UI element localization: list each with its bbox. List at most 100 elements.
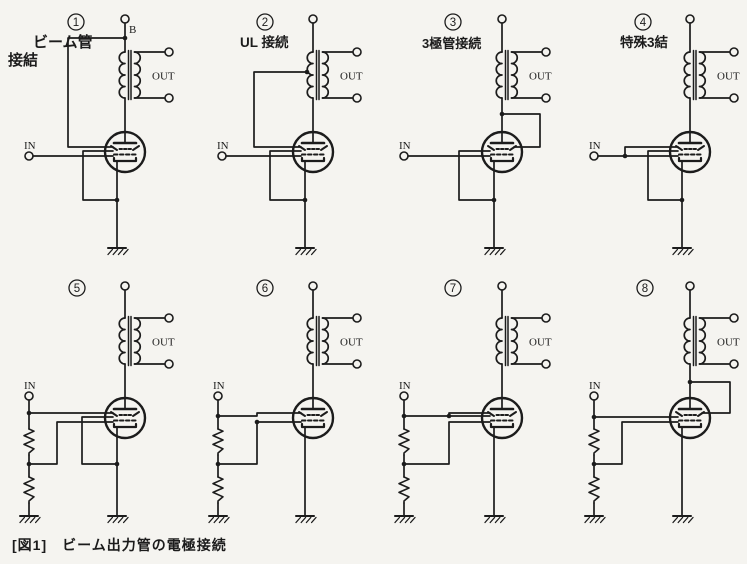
resistor <box>23 476 35 504</box>
beam-plate-right <box>509 411 517 417</box>
terminal-out <box>352 313 362 323</box>
wire <box>223 516 230 524</box>
terminal-b-plus <box>685 281 695 291</box>
terminal-out <box>729 47 739 57</box>
cathode <box>300 422 326 429</box>
circuit-number-digit: 1 <box>73 17 79 29</box>
number-circle <box>256 279 274 297</box>
wire <box>217 412 302 417</box>
wire <box>122 516 129 524</box>
wire <box>687 516 694 524</box>
terminal-out <box>729 313 739 323</box>
wire <box>448 412 491 417</box>
label-out: OUT <box>340 337 363 349</box>
cathode <box>112 422 138 429</box>
label-in: IN <box>213 380 225 392</box>
wire <box>677 516 684 524</box>
figure-caption: [図1] ビーム出力管の電極接続 <box>12 537 227 553</box>
terminal-out <box>352 359 362 369</box>
terminal-b-plus <box>685 14 695 24</box>
cathode <box>677 422 703 429</box>
wire <box>117 516 124 524</box>
wire <box>81 416 118 465</box>
ground-symbol <box>484 515 506 524</box>
label-in: IN <box>399 140 411 152</box>
terminal-in <box>217 151 227 161</box>
terminal-b-plus <box>308 14 318 24</box>
ground-symbol <box>295 247 317 256</box>
label-in: IN <box>24 140 36 152</box>
primary-winding <box>495 317 503 365</box>
secondary-winding <box>698 317 707 365</box>
wire <box>589 516 596 524</box>
circuit-number: 7 <box>444 279 462 297</box>
resistor <box>588 428 600 456</box>
primary-winding <box>306 51 314 99</box>
wire <box>208 516 215 524</box>
wire <box>24 516 31 524</box>
output-transformer: OUT <box>495 281 552 369</box>
wire <box>82 150 118 201</box>
junction-dot <box>679 197 685 203</box>
wire <box>689 381 731 414</box>
number-circle <box>256 13 274 31</box>
wire <box>67 37 126 148</box>
secondary-winding <box>510 317 519 365</box>
terminal-out <box>164 313 174 323</box>
wire <box>253 71 308 148</box>
ground-symbol <box>107 247 129 256</box>
wire <box>594 516 601 524</box>
terminal-b-plus <box>308 281 318 291</box>
wire <box>295 248 302 256</box>
resistor <box>588 476 600 504</box>
terminal-out <box>541 47 551 57</box>
number-circle <box>634 13 652 31</box>
wire <box>499 248 506 256</box>
circuit-number: 1 <box>67 13 85 31</box>
wire <box>489 248 496 256</box>
secondary-winding <box>321 317 330 365</box>
primary-winding <box>683 317 691 365</box>
output-transformer: OUT <box>118 281 175 369</box>
number-circle <box>444 279 462 297</box>
wire <box>300 248 307 256</box>
label-out: OUT <box>340 71 363 83</box>
number-circle <box>67 13 85 31</box>
terminal-in <box>24 151 34 161</box>
primary-winding <box>683 51 691 99</box>
wire <box>593 421 679 465</box>
junction-dot <box>114 197 120 203</box>
primary-winding <box>118 51 126 99</box>
terminal-out <box>541 93 551 103</box>
beam-plate-left <box>487 145 495 151</box>
circuit-title: 3極管接続 <box>422 36 481 51</box>
wire <box>218 516 225 524</box>
terminal-in <box>399 391 409 401</box>
circuit-number: 5 <box>68 279 86 297</box>
ground-symbol <box>484 247 506 256</box>
label-out: OUT <box>529 337 552 349</box>
wire <box>489 516 496 524</box>
terminal-b-plus <box>497 281 507 291</box>
circuit-title: 接結 <box>8 51 38 69</box>
output-transformer: OUT <box>118 14 175 103</box>
circuit-number-digit: 7 <box>450 283 456 295</box>
circuit-number-digit: 6 <box>262 283 268 295</box>
wire <box>107 516 114 524</box>
terminal-out <box>164 47 174 57</box>
wire <box>28 421 114 465</box>
resistor <box>398 476 410 504</box>
wire <box>213 516 220 524</box>
wire <box>29 516 36 524</box>
cathode <box>489 422 515 429</box>
wire <box>484 516 491 524</box>
wire <box>305 516 312 524</box>
wire <box>458 150 495 201</box>
wire <box>107 248 114 256</box>
secondary-winding <box>321 51 330 99</box>
wire <box>394 516 401 524</box>
